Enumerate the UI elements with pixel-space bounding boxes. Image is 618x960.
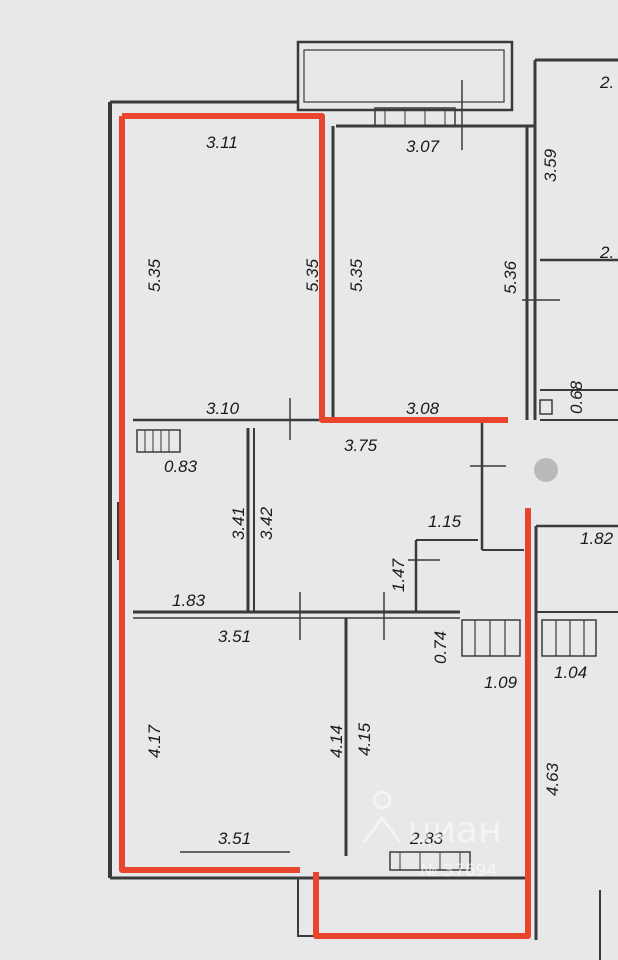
dim-side-room-height: 3.59 [541,148,560,182]
highlight-outline [119,113,531,939]
dim-closet-width-a: 1.09 [484,673,518,692]
dim-right-room-width: 1.82 [580,529,614,548]
dim-room-top-left-height-left: 5.35 [145,258,164,292]
dim-room-top-right-height-left: 5.35 [347,258,366,292]
walls [108,40,618,960]
dim-room-bottom-left-height-left: 4.17 [145,724,164,758]
dim-bathroom-height-a: 3.41 [229,507,248,540]
dim-hall-width: 3.75 [344,436,378,455]
dim-side-room-mid: 2. [599,243,614,262]
dim-right-room-height: 4.63 [543,762,562,796]
dim-room-top-left-height-right: 5.35 [303,258,322,292]
dim-room-bottom-left-width-bottom: 3.51 [218,829,251,848]
dim-room-bottom-left-width-top: 3.51 [218,627,251,646]
dim-hall-step: 1.15 [428,512,462,531]
dim-side-niche: 0.68 [567,380,586,414]
dimension-labels: 3.11 5.35 5.35 3.10 3.07 5.35 5.36 3.08 … [145,73,614,848]
dim-room-top-right-width-bottom: 3.08 [406,399,440,418]
dim-bathroom-width-bottom: 1.83 [172,591,206,610]
dim-bathroom-height-b: 3.42 [257,506,276,540]
dim-room-top-right-height-right: 5.36 [501,260,520,294]
dim-room-bottom-mid-height: 4.15 [355,722,374,756]
dim-bathroom-width-top: 0.83 [164,457,198,476]
watermark: циан № 37694 [362,790,502,881]
dim-side-room-top: 2. [599,73,614,92]
dim-room-bottom-mid-width: 2.83 [409,829,444,848]
dim-closet-width-b: 1.04 [554,663,587,682]
dim-room-top-left-width-bottom: 3.10 [206,399,240,418]
blurred-spot [534,458,558,482]
dim-room-top-right-width-top: 3.07 [406,137,440,156]
dim-room-top-left-width-top: 3.11 [206,133,238,152]
dim-room-bottom-left-height-right: 4.14 [327,725,346,758]
dim-hall-height: 1.47 [389,558,408,592]
dim-closet-height: 0.74 [431,631,450,664]
watermark-brand: циан [408,810,502,851]
watermark-logo-icon [362,790,402,843]
watermark-code: № 37694 [420,861,497,881]
